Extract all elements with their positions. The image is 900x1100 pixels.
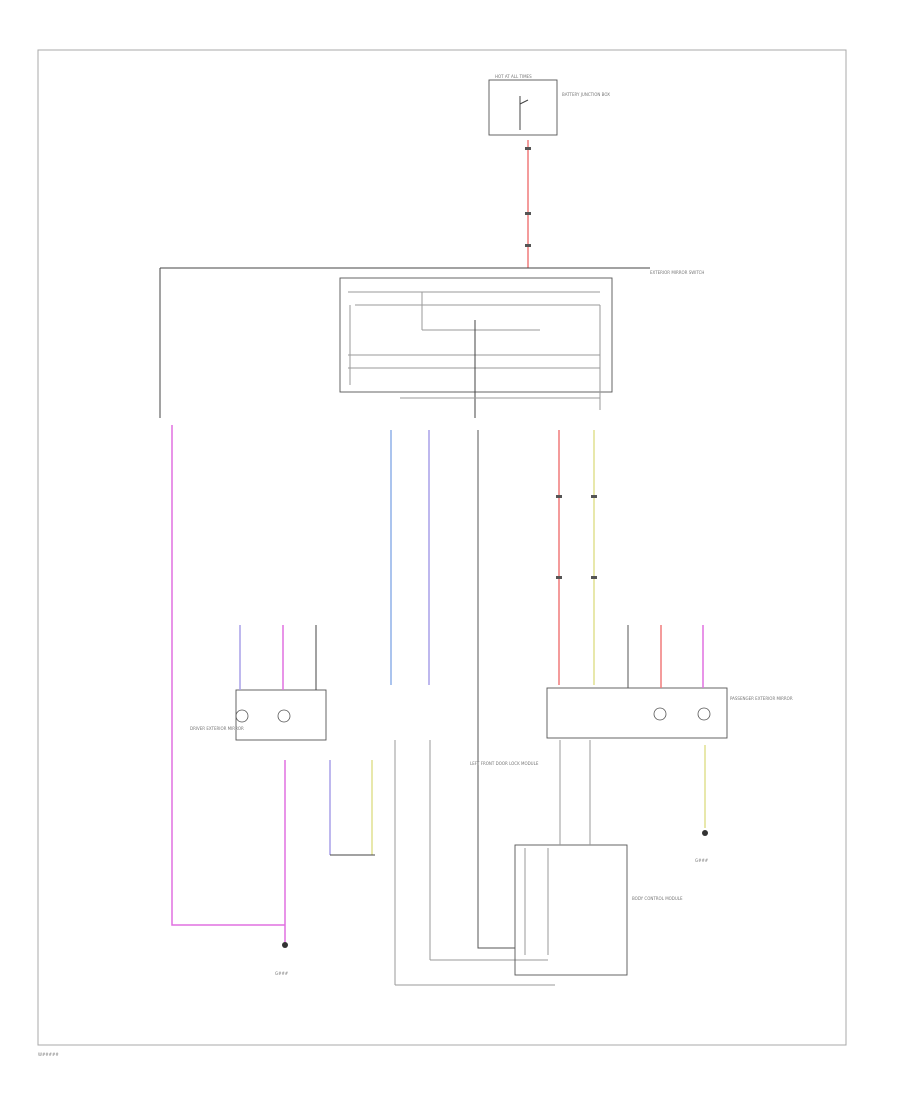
exterior-mirror-switch: EXTERIOR MIRROR SWITCH bbox=[159, 267, 704, 418]
ground-label-right: G### bbox=[695, 858, 709, 863]
black-wire-center bbox=[477, 430, 515, 949]
battery-junction-box-label: BATTERY JUNCTION BOX bbox=[562, 92, 610, 97]
passenger-mirror: PASSENGER EXTERIOR MIRROR bbox=[546, 625, 793, 739]
body-control-module: BODY CONTROL MODULE bbox=[514, 740, 683, 976]
battery-junction-box: HOT AT ALL TIMES BATTERY JUNCTION BOX bbox=[488, 74, 610, 136]
body-control-module-label: BODY CONTROL MODULE bbox=[632, 896, 683, 901]
door-lock-module-note: LEFT FRONT DOOR LOCK MODULE bbox=[470, 761, 539, 766]
driver-mirror-label: DRIVER EXTERIOR MIRROR bbox=[190, 726, 244, 731]
ground-label-left: G### bbox=[275, 971, 289, 976]
passenger-mirror-label: PASSENGER EXTERIOR MIRROR bbox=[730, 696, 793, 701]
diagram-frame bbox=[37, 49, 847, 1046]
footer-code: W##### bbox=[38, 1052, 59, 1057]
mirror-switch-label: EXTERIOR MIRROR SWITCH bbox=[650, 270, 704, 275]
driver-mirror: DRIVER EXTERIOR MIRROR bbox=[190, 625, 327, 741]
hot-at-all-times-label: HOT AT ALL TIMES bbox=[495, 74, 532, 79]
pink-wire-left bbox=[171, 425, 285, 926]
